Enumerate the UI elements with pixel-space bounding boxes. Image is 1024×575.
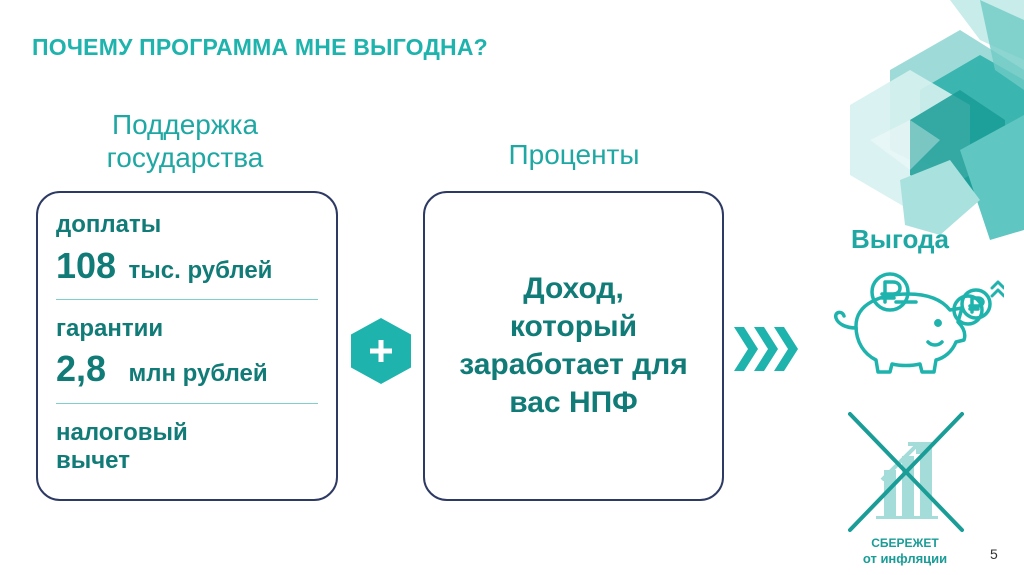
crossed-chart-icon (848, 412, 964, 532)
interest-body-line: заработает для (459, 348, 688, 381)
support-item-unit: млн рублей (128, 360, 268, 387)
support-heading: Поддержка государства (60, 108, 310, 174)
page-number: 5 (990, 546, 998, 562)
inflation-caption-line1: СБЕРЕЖЕТ (871, 536, 939, 550)
support-item-label: гарантии (56, 315, 164, 342)
slide-title: ПОЧЕМУ ПРОГРАММА МНЕ ВЫГОДНА? (32, 34, 488, 60)
support-item-value-row: 108 тыс. рублей (56, 245, 272, 287)
support-item-value: 108 (56, 245, 117, 286)
triple-chevron-icon (734, 327, 798, 371)
interest-heading: Проценты (508, 139, 640, 170)
divider (56, 403, 318, 404)
support-item-unit: тыс. рублей (128, 257, 273, 284)
support-item-label: доплаты (56, 211, 162, 238)
piggy-bank-icon (833, 272, 1004, 374)
interest-body: Доход, который заработает для вас НПФ (425, 270, 722, 422)
support-item-label: налоговый вычет (56, 419, 188, 475)
plus-icon (351, 318, 411, 384)
support-item-value-row: 2,8 млн рублей (56, 348, 268, 390)
inflation-caption-line2: от инфляции (862, 551, 948, 566)
benefit-heading: Выгода (851, 224, 949, 254)
tax-label-line2: вычет (56, 447, 130, 474)
hexagon-decoration (850, 0, 1024, 240)
inflation-caption: СБЕРЕЖЕТ от инфляции (820, 536, 990, 566)
support-heading-line2: государства (106, 142, 264, 173)
tax-label-line1: налоговый (56, 419, 188, 446)
interest-card: Доход, который заработает для вас НПФ (423, 191, 724, 501)
interest-body-line: вас НПФ (509, 386, 638, 419)
support-card: доплаты 108 тыс. рублей гарантии 2,8 млн… (36, 191, 338, 501)
divider (56, 299, 318, 300)
interest-body-line: который (509, 310, 638, 343)
support-item-value: 2,8 (56, 348, 107, 389)
support-heading-line1: Поддержка (111, 109, 259, 140)
interest-body-line: Доход, (523, 272, 624, 305)
